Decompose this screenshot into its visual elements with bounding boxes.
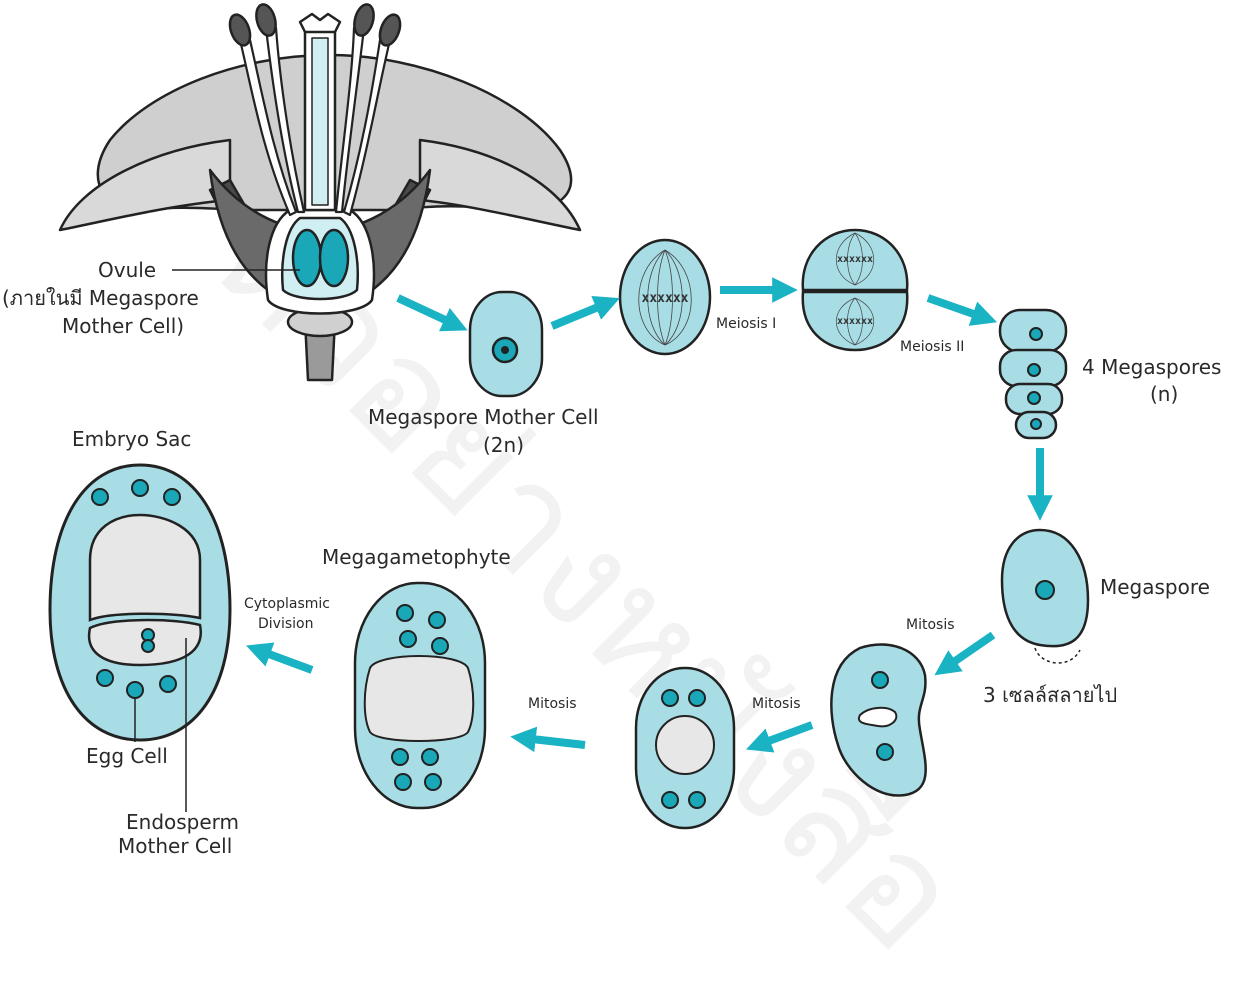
label-megagametophyte: Megagametophyte — [322, 545, 511, 569]
meiosis-two-cell: xxxxxx xxxxxx — [803, 230, 907, 350]
four-megaspores — [1000, 310, 1066, 438]
label-endosperm-2: Mother Cell — [118, 834, 232, 858]
label-four-megaspores: 4 Megaspores — [1082, 355, 1221, 379]
megagametophyte-cell — [355, 583, 485, 808]
label-cytoplasmic-division-2: Division — [258, 616, 313, 633]
label-three-cells-degenerate: 3 เซลล์สลายไป — [983, 683, 1117, 707]
label-ovule-sub-2: Mother Cell) — [62, 314, 184, 338]
four-nucleate-cell — [636, 668, 734, 828]
stigma — [300, 14, 340, 32]
label-embryo-sac: Embryo Sac — [72, 427, 191, 451]
chromosome-row: xxxxxx — [642, 291, 689, 306]
label-cytoplasmic-division-1: Cytoplasmic — [244, 596, 330, 613]
label-ovule-sub-1: (ภายในมี Megaspore — [2, 286, 199, 310]
label-four-megaspores-ploidy: (n) — [1150, 382, 1178, 406]
label-mmc-ploidy: (2n) — [483, 433, 524, 457]
ovule-icon — [320, 230, 348, 286]
label-mitosis-2: Mitosis — [752, 696, 801, 713]
arrow — [945, 635, 993, 668]
label-mitosis-1: Mitosis — [906, 617, 955, 634]
label-meiosis-one: Meiosis I — [716, 316, 776, 333]
label-egg-cell: Egg Cell — [86, 744, 168, 768]
arrow — [552, 303, 608, 326]
ovule-icon — [293, 230, 321, 286]
chromosome-row: xxxxxx — [837, 254, 873, 265]
megaspore-mother-cell — [470, 292, 542, 396]
label-megaspore-mother-cell: Megaspore Mother Cell — [368, 405, 599, 429]
chromosome-row: xxxxxx — [837, 316, 873, 327]
label-mitosis-3: Mitosis — [528, 696, 577, 713]
arrow — [398, 298, 456, 325]
label-megaspore: Megaspore — [1100, 575, 1210, 599]
two-nucleate-cell — [831, 644, 925, 795]
megaspore-cell — [1002, 530, 1088, 663]
label-ovule: Ovule — [98, 258, 156, 282]
meiosis-one-cell: xxxxxx — [620, 240, 710, 354]
arrow — [523, 738, 585, 745]
arrow — [258, 650, 312, 670]
arrow — [928, 298, 985, 318]
label-endosperm-1: Endosperm — [126, 810, 239, 834]
label-meiosis-two: Meiosis II — [900, 339, 964, 356]
arrow — [758, 725, 812, 745]
